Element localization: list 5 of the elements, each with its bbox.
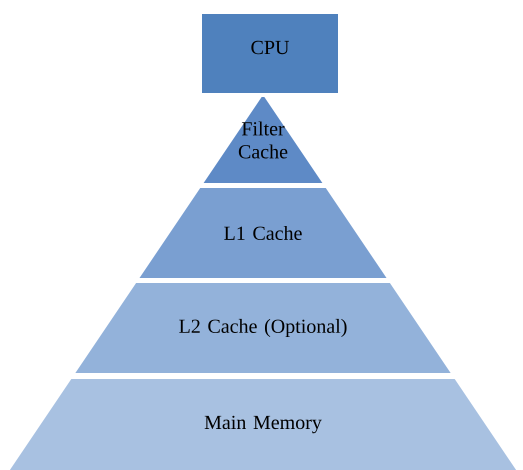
cpu-box: CPU — [202, 14, 338, 93]
pyramid-tier: L1 Cache — [139, 188, 387, 278]
pyramid-tier: L2 Cache (Optional) — [75, 283, 451, 373]
pyramid-tier: Filter Cache — [204, 97, 322, 183]
pyramid-tier: Main Memory — [10, 379, 516, 470]
